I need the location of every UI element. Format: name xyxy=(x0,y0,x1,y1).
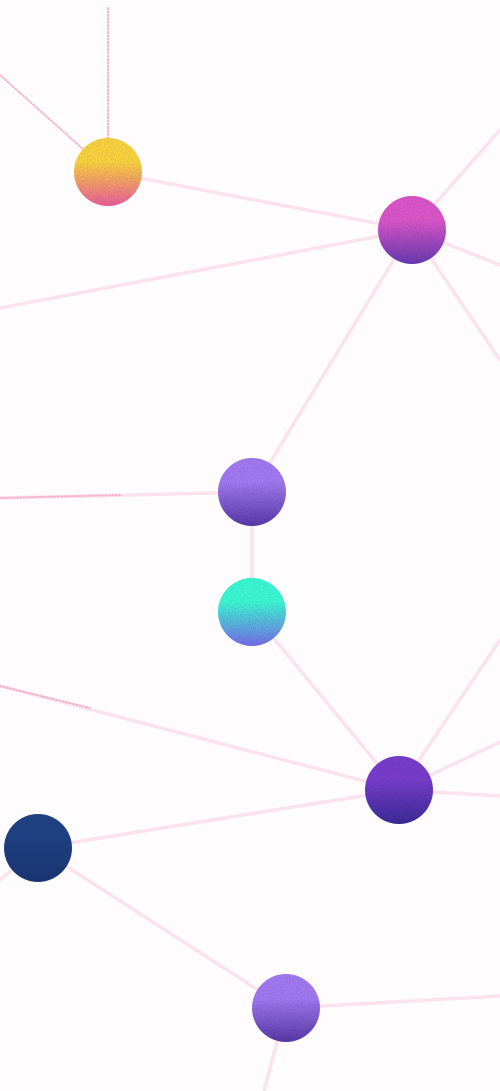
edge-topleft-yellow xyxy=(0,74,85,151)
edge-navy-lavender2 xyxy=(36,846,288,1010)
lavender-node-lower xyxy=(252,974,320,1042)
navy-node xyxy=(4,814,72,882)
edge-yellow-magenta xyxy=(106,170,414,232)
purple-node xyxy=(365,756,433,824)
edge-lavender2-right xyxy=(284,994,500,1010)
edge-mint-purple xyxy=(250,610,401,792)
nodes xyxy=(4,138,446,1042)
edge-left-magenta xyxy=(0,228,414,310)
magenta-node xyxy=(378,196,446,264)
edge-magenta-lavender xyxy=(250,228,414,494)
edge-left-lavender-dotted xyxy=(0,494,121,499)
edge-navy-purple xyxy=(36,788,401,850)
yellow-node xyxy=(74,138,142,206)
lavender-node-upper xyxy=(218,458,286,526)
edge-left-purple xyxy=(0,684,401,792)
edge-left-purple-dotted xyxy=(0,685,91,709)
mint-node xyxy=(218,578,286,646)
